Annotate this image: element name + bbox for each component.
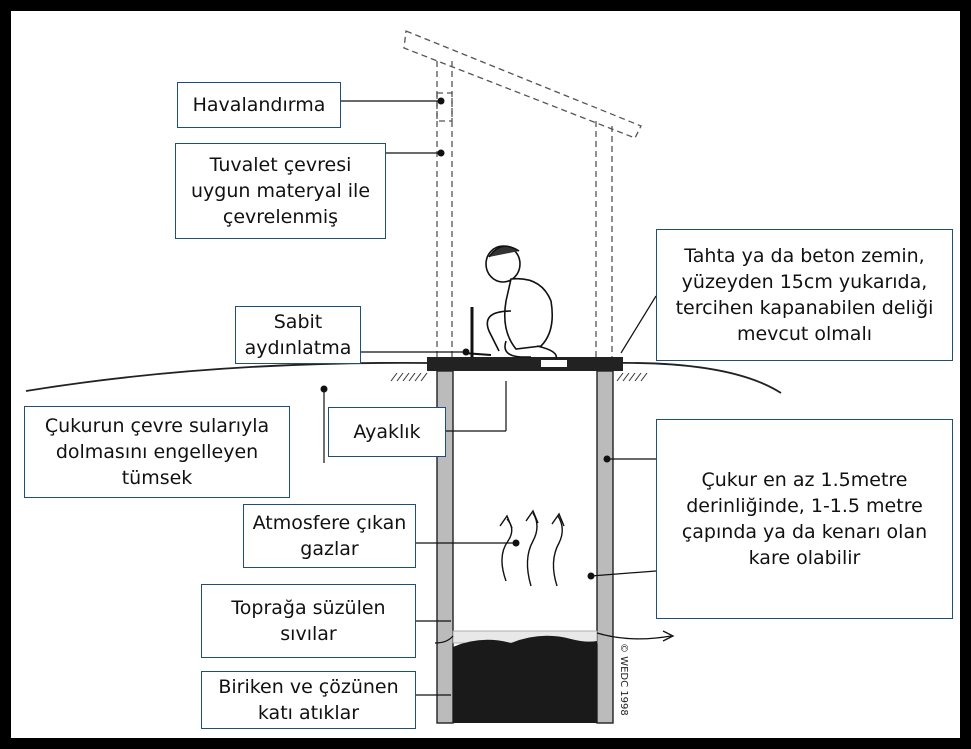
label-liquids-text: Toprağa süzülen sıvılar [231, 597, 386, 645]
label-slab-text: Tahta ya da beton zemin, yüzeyden 15cm y… [675, 245, 934, 345]
seepage-arrows [434, 630, 675, 644]
label-gases-text: Atmosfere çıkan gazlar [252, 512, 407, 560]
squatting-person [485, 245, 558, 360]
slab [427, 357, 623, 371]
label-solids-text: Biriken ve çözünen katı atıklar [218, 676, 399, 724]
label-pit-text: Çukur en az 1.5metre derinliğinde, 1-1.5… [681, 469, 928, 569]
latrine-illustration [25, 30, 782, 724]
label-solids: Biriken ve çözünen katı atıklar [201, 671, 416, 729]
slab-hole [541, 360, 567, 367]
pit-wall-right [596, 370, 614, 724]
label-gases: Atmosfere çıkan gazlar [243, 504, 416, 568]
copyright-text: © WEDC 1998 [618, 643, 629, 716]
label-lighting: Sabit aydınlatma [235, 306, 361, 364]
label-ventilation-text: Havalandırma [192, 94, 326, 116]
label-slab: Tahta ya da beton zemin, yüzeyden 15cm y… [656, 229, 953, 361]
superstructure-outline [403, 30, 642, 361]
gas-arrows [499, 509, 565, 587]
label-footrest-text: Ayaklık [353, 421, 421, 443]
soil-hatch-right [616, 372, 648, 382]
label-enclosure: Tuvalet çevresi uygun materyal ile çevre… [175, 143, 386, 239]
soil-hatch-left [390, 372, 428, 382]
label-enclosure-text: Tuvalet çevresi uygun materyal ile çevre… [190, 154, 371, 228]
label-footrest: Ayaklık [328, 407, 446, 457]
leader-dots [320, 97, 611, 580]
label-ventilation: Havalandırma [177, 82, 341, 128]
solid-waste [453, 635, 597, 723]
label-mound: Çukurun çevre sularıyla dolmasını engell… [24, 406, 290, 498]
label-liquids: Toprağa süzülen sıvılar [201, 584, 416, 658]
leader-lines [323, 100, 657, 696]
label-pit: Çukur en az 1.5metre derinliğinde, 1-1.5… [656, 419, 953, 619]
label-mound-text: Çukurun çevre sularıyla dolmasını engell… [44, 415, 270, 489]
ground-mound [25, 361, 782, 394]
diagram-frame: Havalandırma Tuvalet çevresi uygun mater… [11, 11, 960, 738]
label-lighting-text: Sabit aydınlatma [244, 311, 352, 359]
